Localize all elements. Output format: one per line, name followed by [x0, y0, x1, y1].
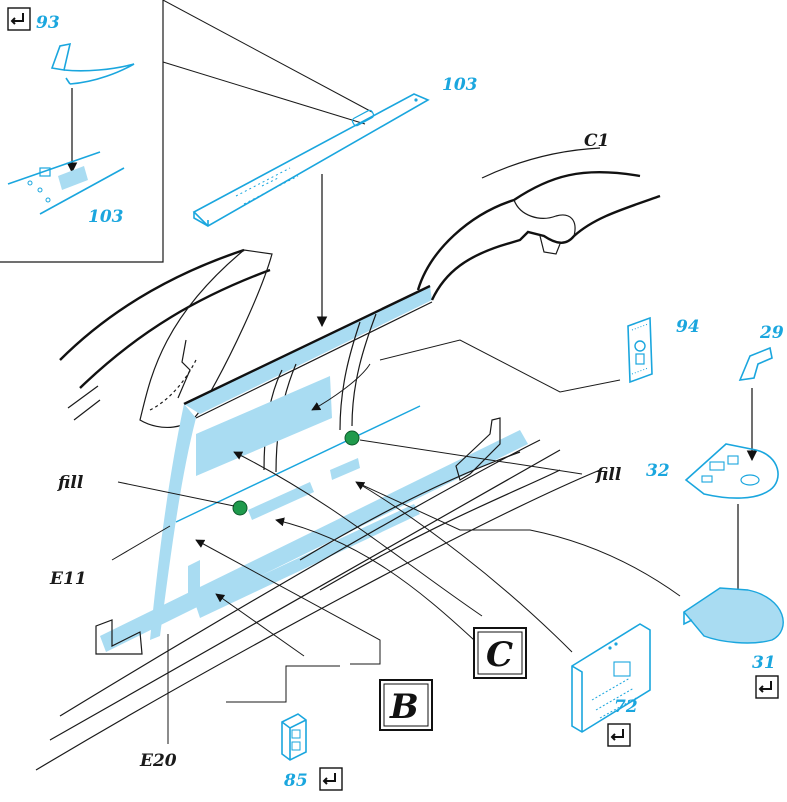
section-c-label: C — [486, 635, 513, 675]
leader-72 — [355, 481, 573, 653]
fill-dot-right — [344, 430, 360, 446]
part-32-shape — [684, 443, 779, 499]
part-103-label: 103 — [442, 75, 478, 95]
part-103-strip — [192, 93, 430, 227]
part-85-shape — [281, 713, 307, 761]
leader-b-to-low — [215, 593, 305, 657]
part-103-inset-shape — [7, 151, 125, 215]
leader-c-to-panel — [275, 517, 475, 641]
fuselage-c1 — [59, 147, 661, 473]
part-31-label: 31 — [752, 653, 776, 673]
leader-upper-panel — [311, 363, 371, 411]
leader-94 — [379, 339, 621, 393]
part-29-shape — [738, 346, 773, 381]
part-93-shape — [50, 42, 135, 85]
e11-label: E11 — [49, 569, 87, 589]
part-32-label: 32 — [646, 461, 670, 481]
fill-right-label: fill — [595, 465, 622, 485]
fill-left-label: fill — [57, 473, 84, 493]
leader-c-to-upper — [233, 451, 483, 617]
e20-label: E20 — [139, 751, 177, 771]
floor-lines — [35, 439, 601, 771]
fill-leader-left — [117, 481, 235, 507]
part-85-label: 85 — [283, 771, 308, 791]
fill-dot-left — [232, 500, 248, 516]
part-72-shape — [571, 623, 651, 733]
fill-leader-right — [359, 439, 583, 475]
glue-mark-icon — [755, 675, 779, 699]
part-94-shape — [627, 316, 653, 384]
glue-mark-icon — [7, 7, 31, 31]
part-72-label: 72 — [614, 697, 638, 717]
part-103-inset-label: 103 — [88, 207, 124, 227]
inset-detail: 93 103 — [0, 0, 373, 263]
section-marker-b: B — [379, 679, 433, 731]
inset-leader-top — [162, 0, 373, 113]
e11-leader — [111, 525, 171, 561]
c1-label: C1 — [584, 131, 609, 151]
section-marker-c: C — [473, 627, 527, 679]
part-93-label: 93 — [36, 13, 60, 33]
section-b-label: B — [389, 687, 419, 727]
part-31-shape — [682, 587, 784, 644]
leader-31 — [359, 483, 681, 597]
glue-mark-icon — [607, 723, 631, 747]
leader-85 — [226, 665, 340, 703]
inset-frame — [0, 0, 164, 263]
glue-mark-icon — [319, 767, 343, 791]
part-94-label: 94 — [676, 317, 700, 337]
part-29-label: 29 — [759, 323, 784, 343]
inset-leader-bottom — [162, 61, 366, 125]
leader-b-to-mid — [195, 539, 381, 665]
